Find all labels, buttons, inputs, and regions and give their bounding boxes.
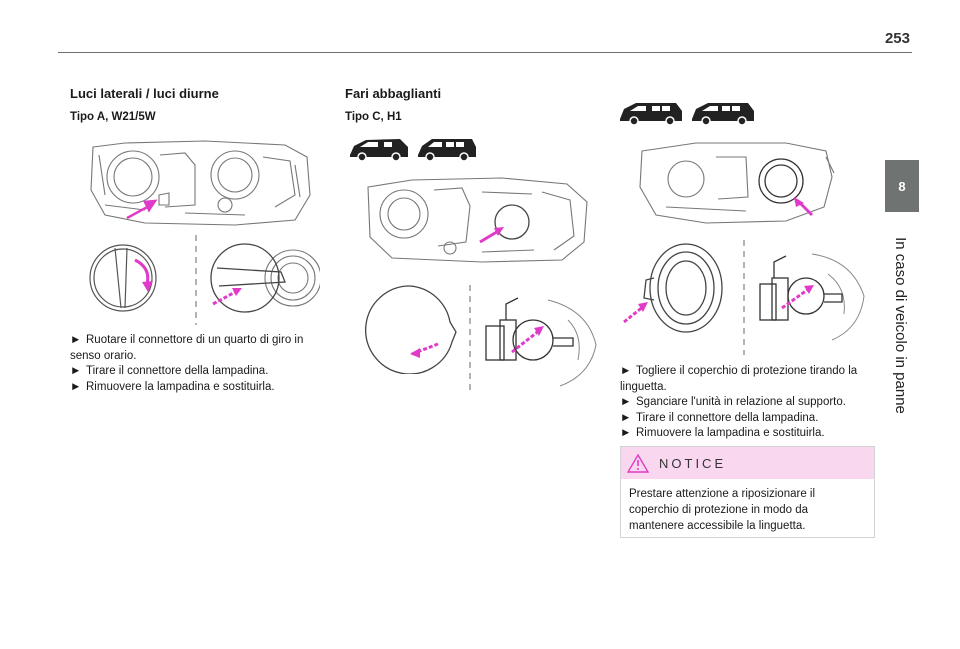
step-item: ►Sganciare l'unità in relazione al suppo…	[620, 395, 875, 411]
chapter-title-text: In caso di veicolo in panne	[891, 236, 909, 414]
step-marker-icon: ►	[70, 365, 82, 377]
notice-text: Prestare attenzione a riposizionare il c…	[629, 488, 816, 532]
side-lights-subtitle: Tipo A, W21/5W	[70, 111, 156, 123]
bulb-connector-illustration	[478, 290, 603, 390]
bulb-removal-illustration	[205, 238, 320, 318]
step-item: ►Rimuovere la lampadina e sostituirla.	[620, 426, 875, 442]
figure-divider	[743, 240, 745, 355]
side-lights-title: Luci laterali / luci diurne	[70, 86, 219, 101]
step-marker-icon: ►	[620, 396, 632, 408]
figure-divider	[469, 285, 471, 390]
bulb-unit-illustration	[752, 248, 872, 343]
high-beam-steps: ►Togliere il coperchio di protezione tir…	[620, 364, 875, 442]
notice-box: NOTICE Prestare attenzione a riposiziona…	[620, 446, 875, 538]
rear-headlamp-illustration	[636, 137, 836, 227]
step-marker-icon: ►	[70, 380, 82, 393]
vehicle-variant-icons-2	[618, 99, 756, 127]
connector-twist-illustration	[85, 238, 165, 318]
step-marker-icon: ►	[620, 427, 632, 439]
warning-triangle-icon	[627, 453, 649, 473]
step-item: ►Ruotare il connettore di un quarto di g…	[70, 334, 304, 362]
step-item: ►Tirare il connettore della lampadina.	[70, 364, 320, 380]
page-number: 253	[884, 30, 910, 47]
step-item: ►Tirare il connettore della lampadina.	[620, 411, 875, 427]
chapter-number: 8	[898, 178, 906, 194]
chapter-title: In caso di veicolo in panne	[870, 237, 930, 414]
notice-label: NOTICE	[659, 455, 727, 471]
step-item: ►Togliere il coperchio di protezione tir…	[620, 365, 858, 393]
cover-removal-illustration	[352, 282, 462, 374]
high-beam-headlamp-illustration	[362, 172, 592, 267]
high-beam-title: Fari abbaglianti	[345, 86, 442, 101]
side-lights-steps: ►Ruotare il connettore di un quarto di g…	[70, 333, 320, 395]
top-divider	[58, 52, 912, 53]
side-light-headlamp-illustration	[85, 135, 315, 230]
step-item: ►Rimuovere la lampadina e sostituirla.	[70, 380, 320, 396]
step-marker-icon: ►	[620, 411, 632, 424]
figure-divider	[195, 235, 197, 325]
step-marker-icon: ►	[620, 365, 632, 377]
protective-cover-illustration	[618, 238, 728, 338]
chapter-tab[interactable]: 8	[885, 160, 919, 212]
step-marker-icon: ►	[70, 334, 82, 346]
high-beam-subtitle: Tipo C, H1	[345, 111, 402, 123]
vehicle-variant-icons	[348, 135, 478, 163]
notice-header: NOTICE	[621, 447, 874, 479]
